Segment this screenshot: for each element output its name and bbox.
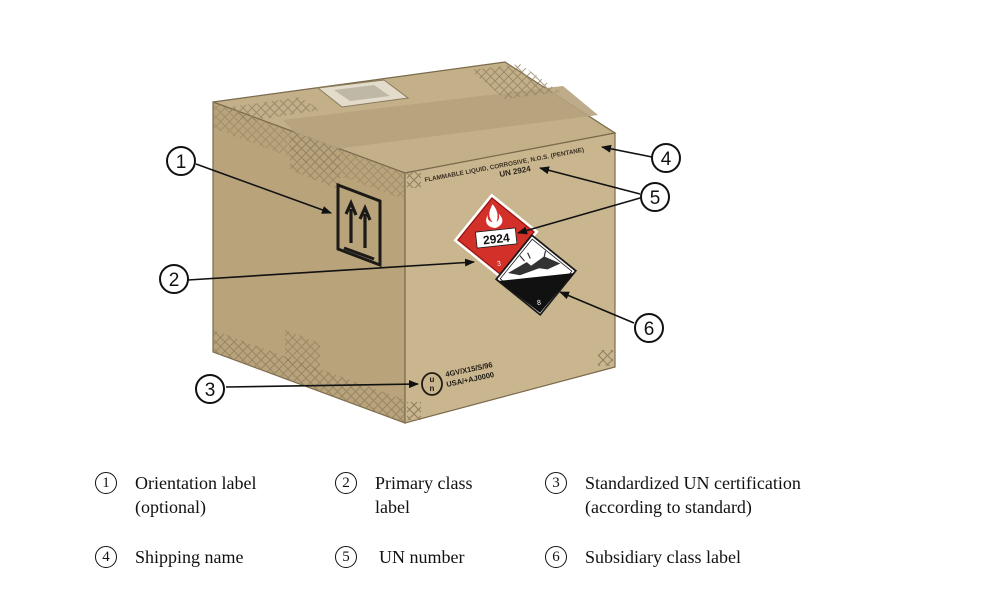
arrow-5b (517, 197, 641, 235)
up-arrow-right-icon (358, 203, 372, 248)
front-corner-hatch-tl (407, 172, 421, 188)
legend-text-4: Shipping name (135, 547, 244, 567)
legend-item-6: 6 Subsidiary class label (545, 545, 741, 569)
flame-icon (486, 204, 503, 229)
callout-3-number: 3 (205, 380, 216, 401)
svg-text:n: n (430, 384, 435, 393)
legend-item-4: 4 Shipping name (95, 545, 244, 569)
callout-2: 2 (159, 264, 189, 294)
primary-label-un-number: 2924 (482, 231, 510, 248)
legend-item-2: 2 Primary class label (335, 471, 472, 519)
un-symbol-icon (421, 372, 443, 396)
legend-text-2: Primary class label (375, 473, 473, 517)
left-tape-lower (285, 330, 320, 375)
legend-item-3: 3 Standardized UN certification (accordi… (545, 471, 801, 519)
cardboard-box (212, 61, 617, 424)
up-arrow-left-icon (344, 198, 358, 243)
legend-text-6: Subsidiary class label (585, 547, 741, 567)
legend-number-4: 4 (95, 546, 117, 568)
callout-1: 1 (166, 146, 196, 176)
legend-number-3: 3 (545, 472, 567, 494)
legend-number-1: 1 (95, 472, 117, 494)
callout-5: 5 (640, 182, 670, 212)
legend-item-5: 5 UN number (335, 545, 464, 569)
orientation-label (336, 182, 382, 268)
callout-5-number: 5 (650, 188, 661, 209)
legend-item-1: 1 Orientation label (optional) (95, 471, 256, 519)
callout-6: 6 (634, 313, 664, 343)
callout-arrows (187, 144, 653, 389)
arrow-5a (539, 166, 641, 195)
callout-2-number: 2 (169, 270, 180, 291)
arrow-1 (195, 163, 332, 214)
left-top-tape (213, 102, 405, 200)
legend-text-5: UN number (379, 547, 465, 567)
top-paper-label-inner (334, 85, 390, 101)
callout-4-number: 4 (661, 149, 672, 170)
callout-1-number: 1 (176, 152, 187, 173)
callout-4: 4 (651, 143, 681, 173)
subsidiary-class-label: 8 (494, 233, 578, 317)
arrow-2 (187, 258, 475, 281)
top-tape-hatch-right (470, 64, 560, 99)
svg-text:u: u (430, 375, 435, 384)
legend-number-2: 2 (335, 472, 357, 494)
legend-number-5: 5 (335, 546, 357, 568)
legend-number-6: 6 (545, 546, 567, 568)
legend-text-1: Orientation label (optional) (135, 473, 257, 517)
arrow-6 (559, 291, 635, 324)
callout-3: 3 (195, 374, 225, 404)
front-corner-hatch-br (598, 350, 613, 366)
arrow-4 (601, 144, 653, 158)
front-corner-hatch-bl (407, 402, 421, 420)
corrosive-icon (507, 250, 561, 276)
left-bottom-tape (213, 330, 405, 423)
primary-label-class: 3 (497, 261, 502, 268)
callout-6-number: 6 (644, 319, 655, 340)
top-tape (283, 86, 598, 152)
subsidiary-label-class: 8 (537, 300, 542, 307)
legend-text-3: Standardized UN certification (according… (585, 473, 801, 517)
arrow-3 (225, 380, 419, 389)
